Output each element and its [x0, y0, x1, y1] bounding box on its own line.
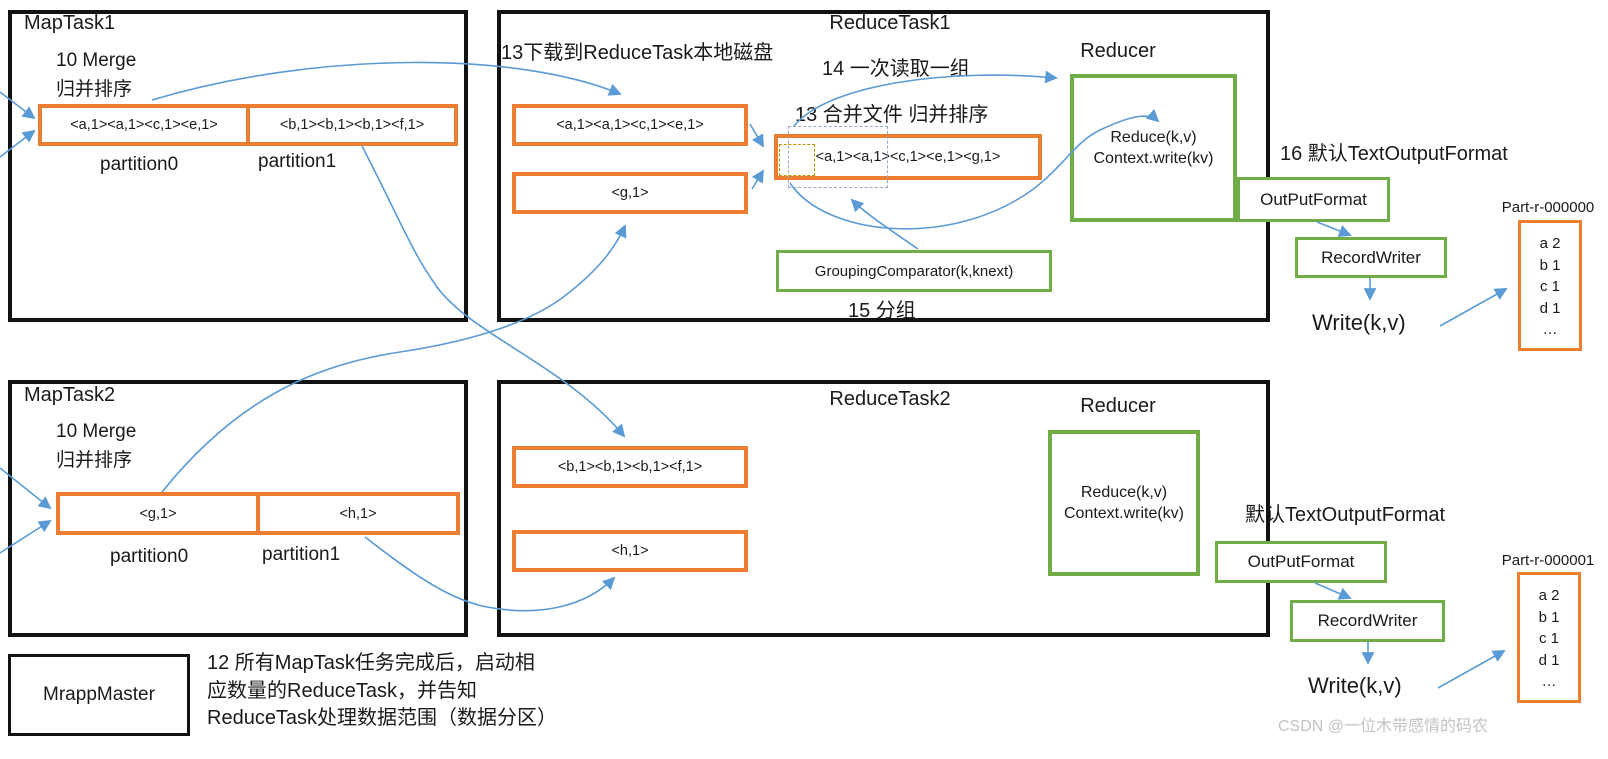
- reducer2-box: Reduce(k,v) Context.write(kv): [1048, 430, 1200, 576]
- maptask2-partition0-label: partition0: [110, 546, 189, 567]
- part-file-row: c 1: [1539, 278, 1560, 295]
- output2-recordwriter-box: RecordWriter: [1290, 600, 1445, 642]
- outputformat1-recordwriter1-arrow: [1316, 221, 1352, 237]
- reducer2-title: Reducer: [1080, 395, 1156, 417]
- maptask2-partition-row: <g,1> <h,1>: [56, 492, 460, 535]
- output2-part-file-box: a 2 b 1 c 1 d 1 …: [1517, 572, 1581, 703]
- maptask2-title: MapTask2: [24, 384, 116, 406]
- csdn-watermark: CSDN @一位木带感情的码农: [1278, 718, 1489, 735]
- maptask2-partition0-data: <g,1>: [139, 505, 177, 522]
- reducetask1-read-group-label: 14 一次读取一组: [822, 58, 970, 80]
- reducetask2-box: [497, 380, 1270, 637]
- grouping-label: 15 分组: [848, 300, 916, 322]
- output2-write-label: Write(k,v): [1308, 673, 1402, 698]
- output1-outputformat-box: OutPutFormat: [1237, 177, 1390, 222]
- output1-recordwriter-box: RecordWriter: [1295, 237, 1447, 278]
- output1-format-label: 16 默认TextOutputFormat: [1280, 143, 1508, 165]
- maptask2-partition1-label: partition1: [262, 544, 341, 565]
- reducetask2-spill-file-1: <h,1>: [512, 530, 748, 572]
- grouping-comparator-box: GroupingComparator(k,knext): [776, 250, 1052, 292]
- part-file-row: …: [1542, 321, 1558, 338]
- group-window-dashed-box: [779, 144, 815, 176]
- maptask1-partition0-data: <a,1><a,1><c,1><e,1>: [70, 117, 218, 133]
- reducetask1-title: ReduceTask1: [829, 12, 951, 34]
- output2-format-label: 默认TextOutputFormat: [1245, 504, 1446, 526]
- part-file-row: a 2: [1538, 587, 1560, 604]
- outputformat2-recordwriter2-arrow: [1314, 582, 1352, 600]
- reducer1-line1: Reduce(k,v): [1110, 129, 1197, 146]
- maptask1-partition1-label: partition1: [258, 151, 337, 172]
- part-file-row: d 1: [1538, 651, 1560, 669]
- maptask2-merge-step-cn: 归并排序: [56, 450, 133, 471]
- output1-part-file-box: a 2 b 1 c 1 d 1 …: [1518, 220, 1582, 351]
- reducetask1-spill-file-1: <g,1>: [512, 172, 748, 214]
- reducetask1-merge-sort-label: 13 合并文件 归并排序: [795, 104, 989, 126]
- part-file-row: …: [1541, 673, 1557, 690]
- maptask1-merge-step: 10 Merge: [56, 50, 137, 71]
- reducer2-line1: Reduce(k,v): [1080, 484, 1168, 501]
- partition-divider: [246, 108, 250, 142]
- appmaster-note: 12 所有MapTask任务完成后，启动相 应数量的ReduceTask，并告知…: [207, 650, 557, 733]
- maptask1-partition-row: <a,1><a,1><c,1><e,1> <b,1><b,1><b,1><f,1…: [38, 104, 458, 146]
- appmaster-note-line2: 应数量的ReduceTask，并告知: [207, 679, 478, 702]
- reducetask1-spill-file-0: <a,1><a,1><c,1><e,1>: [512, 104, 748, 146]
- part-file-row: a 2: [1539, 235, 1561, 252]
- part-file-row: d 1: [1539, 299, 1561, 317]
- output1-write-label: Write(k,v): [1312, 310, 1406, 335]
- maptask1-partition1-data: <b,1><b,1><b,1><f,1>: [279, 117, 425, 133]
- appmaster-note-line1: 12 所有MapTask任务完成后，启动相: [207, 652, 535, 674]
- reducer1-line2: Context.write(kv): [1093, 150, 1214, 167]
- output2-outputformat-box: OutPutFormat: [1215, 541, 1387, 583]
- part-file-row: b 1: [1539, 256, 1561, 274]
- maptask2-partition1-data: <h,1>: [339, 505, 377, 522]
- mrappmaster-box: MrappMaster: [8, 654, 190, 736]
- maptask1-title: MapTask1: [24, 12, 116, 34]
- reducer1-box: Reduce(k,v) Context.write(kv): [1070, 74, 1237, 222]
- maptask1-partition0-label: partition0: [100, 154, 179, 175]
- reducer2-line2: Context.write(kv): [1063, 505, 1185, 522]
- maptask2-merge-step: 10 Merge: [56, 421, 137, 442]
- reducer1-title: Reducer: [1080, 40, 1156, 62]
- reducetask1-download-label: 13下载到ReduceTask本地磁盘: [501, 42, 774, 64]
- output1-part-file-name: Part-r-000000: [1501, 199, 1595, 216]
- part-file-row: b 1: [1538, 608, 1560, 626]
- write1-partfile-arrow: [1439, 288, 1508, 327]
- output2-part-file-name: Part-r-000001: [1501, 552, 1595, 569]
- partition-divider: [256, 496, 260, 531]
- maptask1-merge-step-cn: 归并排序: [56, 79, 133, 100]
- part-file-row: c 1: [1538, 630, 1559, 647]
- reducetask2-spill-file-0: <b,1><b,1><b,1><f,1>: [512, 446, 748, 488]
- write2-partfile-arrow: [1437, 650, 1506, 689]
- appmaster-note-line3: ReduceTask处理数据范围（数据分区）: [207, 707, 558, 729]
- reducetask2-title: ReduceTask2: [829, 388, 951, 410]
